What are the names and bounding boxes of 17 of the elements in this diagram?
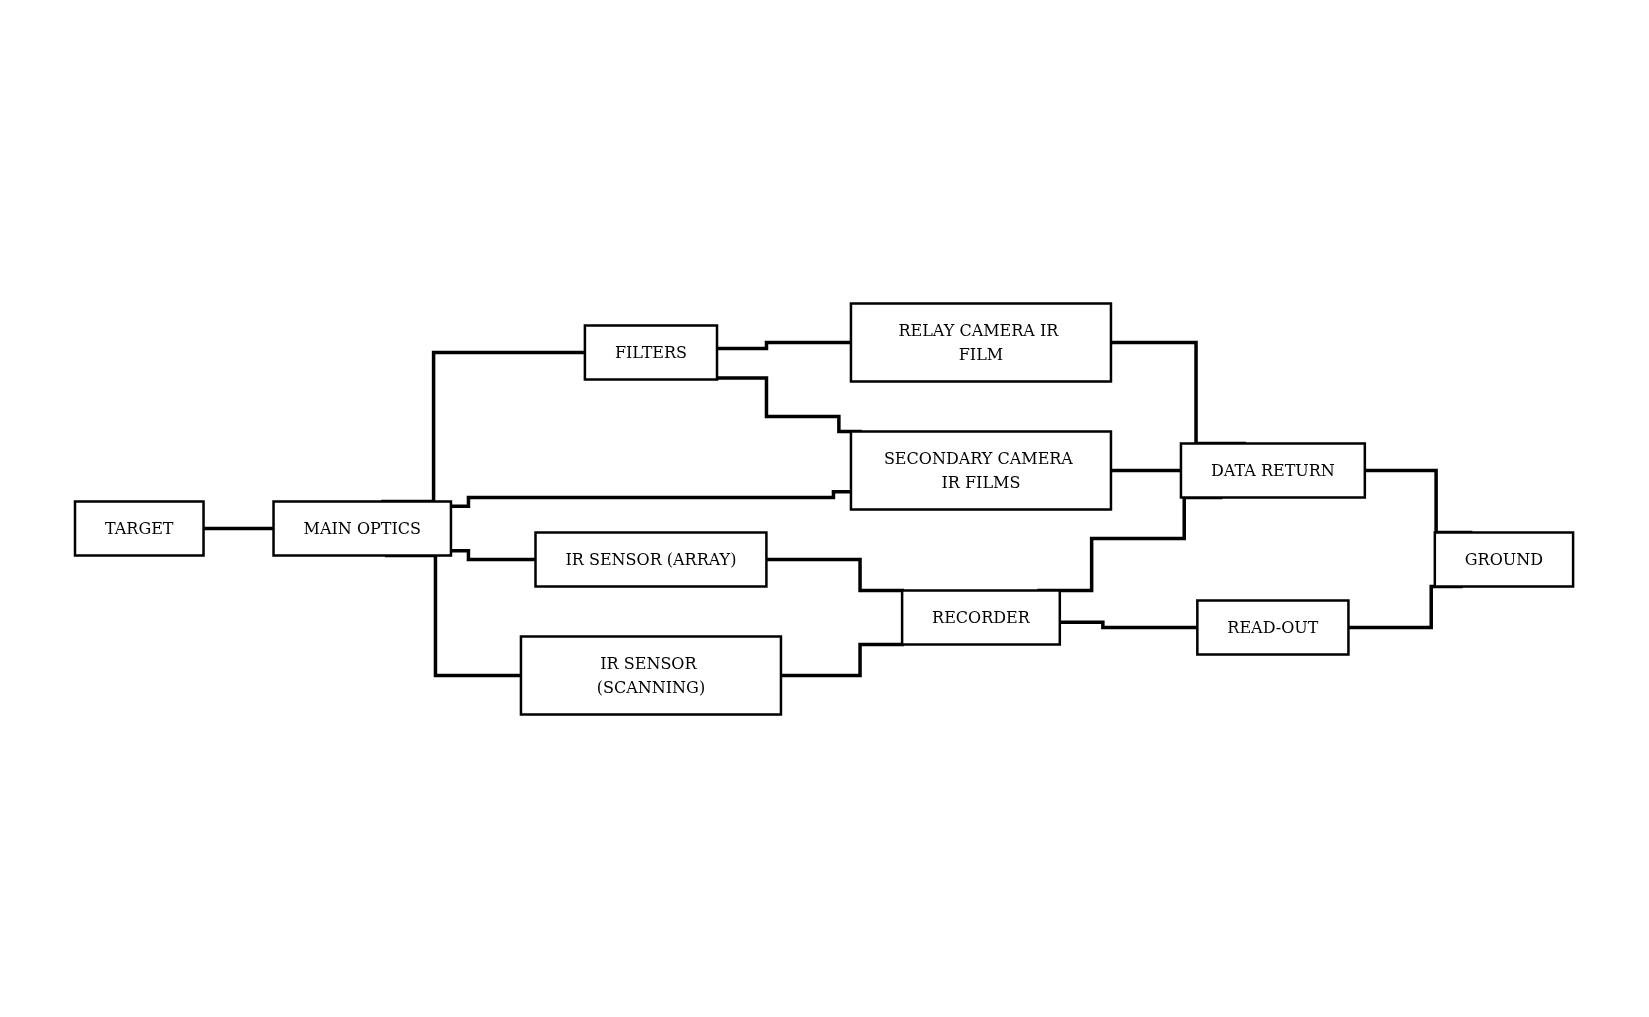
node-box: MAIN OPTICS [272,499,453,557]
connector [717,340,852,350]
node-box: READ-OUT [1196,598,1351,656]
connector [204,526,274,530]
node-box: TARGET [74,499,206,557]
node-box: RECORDER [901,588,1062,646]
node-box: RELAY CAMERA IR FILM [850,301,1113,383]
connector [1060,620,1198,629]
connector [451,489,852,508]
node-box: DATA RETURN [1180,441,1367,499]
connector [451,548,536,561]
node-box: IR SENSOR (ARRAY) [534,530,769,588]
node-box: SECONDARY CAMERA IR FILMS [850,429,1113,511]
node-box: GROUND [1434,530,1575,588]
connector [1111,468,1182,472]
node-box: IR SENSOR (SCANNING) [520,634,783,716]
node-box: FILTERS [584,323,719,381]
